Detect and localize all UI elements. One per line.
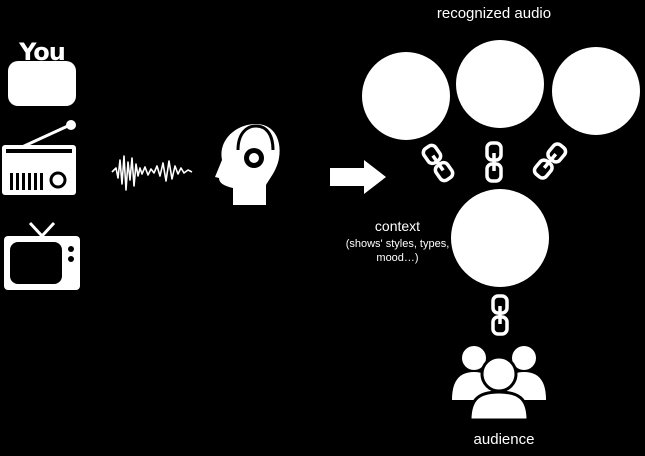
chain-link-icon xyxy=(485,141,503,183)
recognized-audio-circle xyxy=(456,40,544,128)
tv-icon xyxy=(4,221,80,290)
chain-link-icon xyxy=(530,140,570,182)
listener-headphones-icon xyxy=(215,124,280,205)
soundwave-icon xyxy=(111,155,193,191)
context-label: context xyxy=(374,218,421,234)
audience-group-icon xyxy=(452,346,546,422)
recognized-audio-circle xyxy=(552,47,640,135)
audience-label: audience xyxy=(473,431,535,448)
arrow-right-icon xyxy=(330,160,386,194)
context-circle xyxy=(451,189,549,287)
youtube-icon: You xyxy=(8,38,76,106)
recognized-audio-circle xyxy=(362,52,450,140)
chain-link-icon xyxy=(419,141,457,185)
context-detail-label: (shows' styles, types, mood…) xyxy=(345,238,450,264)
radio-icon xyxy=(2,120,76,195)
recognized-audio-label: recognized audio xyxy=(436,5,552,22)
chain-link-icon xyxy=(491,294,509,336)
